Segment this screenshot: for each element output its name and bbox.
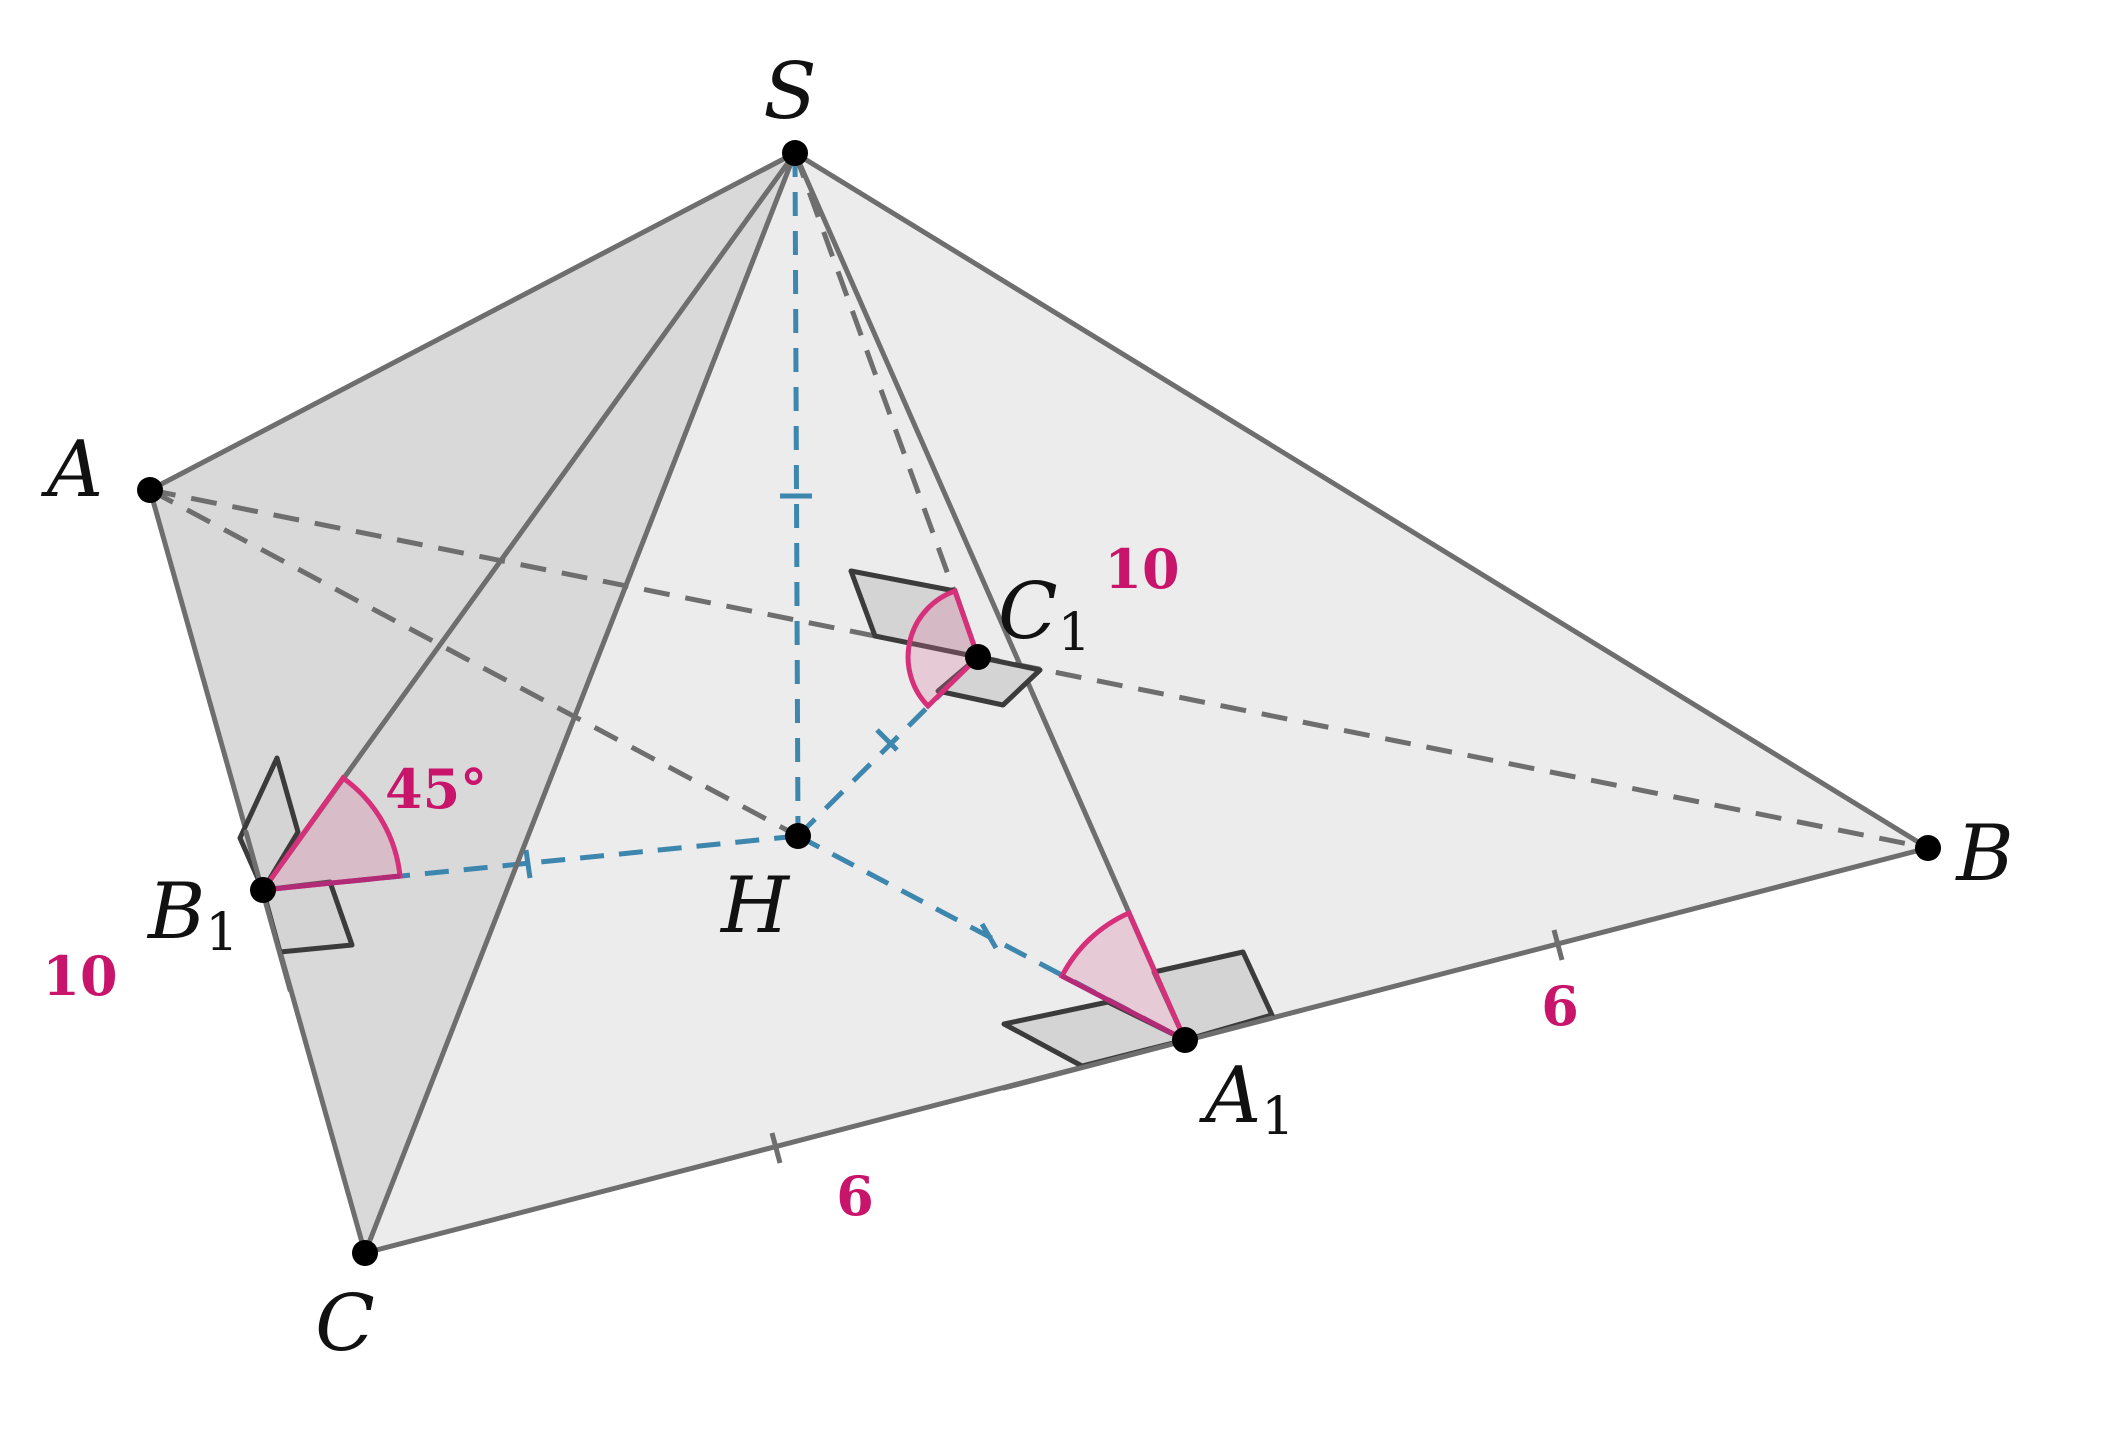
angle-a1-base xyxy=(1060,973,1187,1043)
measure-ca1: 6 xyxy=(836,1164,874,1228)
edge-sa xyxy=(147,150,798,493)
angle-a1-marker xyxy=(1058,909,1191,1046)
segment-s-a1 xyxy=(792,150,1188,1043)
tick-a1b xyxy=(1551,929,1565,961)
point-b1 xyxy=(250,877,276,903)
measure-ab: 10 xyxy=(1104,537,1179,601)
point-a1 xyxy=(1172,1027,1198,1053)
angle-45-marker xyxy=(257,774,403,894)
point-c xyxy=(352,1240,378,1266)
label-c: C xyxy=(315,1279,375,1369)
label-s: S xyxy=(763,47,816,137)
label-c1: C1 xyxy=(998,567,1091,663)
label-h: H xyxy=(719,861,791,951)
measure-ac: 10 xyxy=(42,944,117,1008)
measure-a1b: 6 xyxy=(1541,974,1579,1038)
label-a: A xyxy=(41,425,103,515)
point-b xyxy=(1915,835,1941,861)
altitude-sh xyxy=(792,152,801,837)
measure-angle: 45° xyxy=(385,757,487,821)
point-s xyxy=(782,140,808,166)
edge-sb xyxy=(792,150,1931,851)
angle-c1-marker xyxy=(905,587,981,710)
tick-hc1 xyxy=(875,728,899,752)
edge-ac-over xyxy=(243,829,293,993)
label-b1: B1 xyxy=(146,867,238,963)
label-a1: A1 xyxy=(1199,1051,1294,1147)
tick-hb1 xyxy=(523,849,533,879)
edge-s-c1-hidden xyxy=(792,152,981,658)
point-a xyxy=(137,477,163,503)
face-scb xyxy=(365,153,1928,1253)
edge-cb-over xyxy=(1001,1015,1275,1091)
tick-ca1 xyxy=(769,1132,783,1164)
tick-ha1 xyxy=(979,922,999,950)
angle-45-base xyxy=(262,873,401,893)
face-sac xyxy=(150,153,795,1253)
edge-a-h-hidden xyxy=(148,487,800,839)
segment-s-b1 xyxy=(260,150,798,893)
label-b: B xyxy=(1954,809,2013,899)
point-c1 xyxy=(965,644,991,670)
edge-sc xyxy=(362,150,798,1256)
point-h xyxy=(785,823,811,849)
